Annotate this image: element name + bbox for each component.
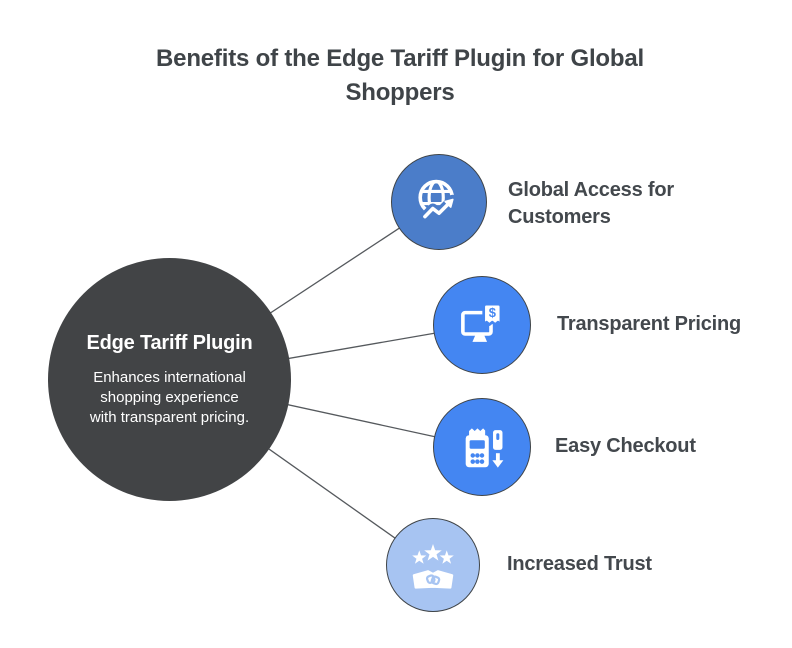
center-node: Edge Tariff Plugin Enhances internationa… — [48, 258, 291, 501]
globe-trending-up-icon — [418, 179, 458, 222]
benefit-node-easy-checkout — [433, 398, 531, 496]
center-node-description: Enhances international shopping experien… — [89, 368, 250, 426]
payment-terminal-card-icon — [465, 428, 504, 468]
center-node-title: Edge Tariff Plugin — [86, 331, 253, 354]
benefit-label-transparent-pricing: Transparent Pricing — [557, 313, 742, 335]
benefit-label-increased-trust: Increased Trust — [507, 553, 652, 575]
stars-handshake-icon — [412, 543, 454, 589]
dollar-sign-glyph: $ — [489, 305, 496, 320]
benefit-node-increased-trust — [386, 518, 480, 612]
benefit-node-global-access — [391, 154, 487, 250]
benefit-label-easy-checkout: Easy Checkout — [555, 435, 696, 457]
benefit-label-global-access: Global Access for Customers — [508, 179, 674, 228]
benefit-node-transparent-pricing: $ — [433, 276, 531, 374]
diagram-title: Benefits of the Edge Tariff Plugin for G… — [156, 45, 644, 106]
monitor-price-receipt-icon: $ — [461, 302, 503, 342]
